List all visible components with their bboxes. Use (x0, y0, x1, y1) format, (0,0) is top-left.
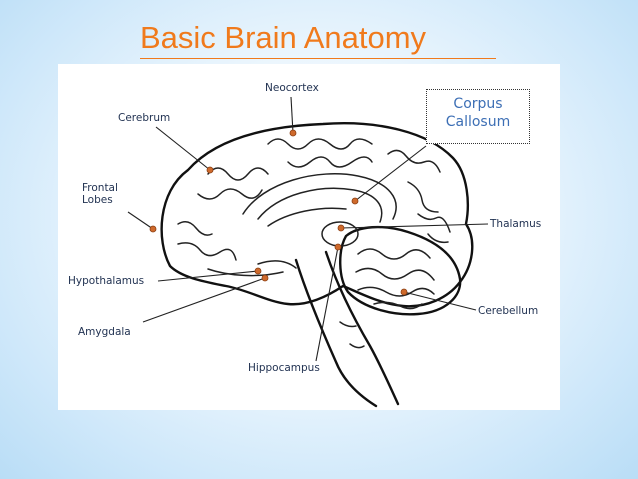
callout-line1: Corpus (453, 96, 503, 112)
amygdala-marker (261, 274, 269, 282)
hypothalamus-marker (254, 267, 262, 275)
frontal-lobes-marker (149, 225, 157, 233)
brainstem-outline (294, 258, 378, 408)
hippocampus-marker (334, 243, 342, 251)
brain-diagram: Neocortex Cerebrum Frontal Lobes Thalamu… (58, 64, 560, 410)
brain-illustration (127, 96, 489, 408)
corpus-callosum-callout: Corpus Callosum (426, 89, 530, 144)
label-hippocampus: Hippocampus (248, 362, 320, 374)
label-frontal-lobes: Frontal Lobes (82, 182, 118, 206)
label-frontal-line1: Frontal (82, 182, 118, 194)
label-cerebrum: Cerebrum (118, 112, 171, 124)
callout-line2: Callosum (445, 114, 511, 131)
label-hypothalamus: Hypothalamus (68, 275, 145, 287)
cerebellum-outline (339, 225, 462, 316)
label-frontal-line2: Lobes (82, 194, 113, 207)
label-neocortex: Neocortex (265, 82, 319, 94)
page-title: Basic Brain Anatomy (140, 20, 427, 55)
title-underline (140, 58, 496, 59)
cerebrum-marker (206, 166, 214, 174)
brain-outline (160, 122, 474, 308)
thalamus-marker (337, 224, 345, 232)
neocortex-marker (289, 129, 297, 137)
label-thalamus: Thalamus (490, 218, 542, 230)
corpus-callosum-marker (351, 197, 359, 205)
label-cerebellum: Cerebellum (478, 305, 539, 317)
cerebellum-marker (400, 288, 408, 296)
label-amygdala: Amygdala (78, 326, 131, 338)
